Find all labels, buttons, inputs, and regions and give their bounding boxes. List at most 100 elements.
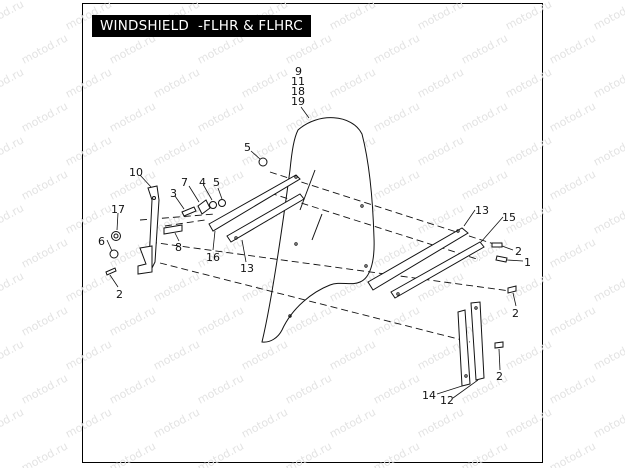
callouts: 9 11 18 19 5 10 3 7 4 5 17 6 8 16 13 2 1… (98, 65, 531, 407)
watermark-text: motod.ru (107, 439, 158, 468)
watermark-text: motod.ru (547, 167, 598, 202)
callout-12: 12 (440, 394, 454, 407)
callout-7: 7 (181, 176, 188, 189)
watermark-text: motod.ru (195, 439, 246, 468)
watermark-text: motod.ru (63, 133, 114, 168)
brace-hole (456, 229, 460, 233)
watermark-text: motod.ru (107, 303, 158, 338)
alignment-line (159, 262, 471, 343)
watermark-text: motod.ru (239, 405, 290, 440)
bolt-3 (181, 206, 197, 217)
watermark-text: motod.ru (503, 0, 554, 33)
callout-2-c: 2 (512, 307, 519, 320)
watermark-text: motod.ru (19, 235, 70, 270)
watermark-text: motod.ru (415, 337, 466, 372)
watermark-text: motod.ru (415, 405, 466, 440)
bracket-hole (152, 196, 156, 200)
watermark-text: motod.ru (19, 99, 70, 134)
watermark-text: motod.ru (591, 133, 625, 168)
callout-5-mid: 5 (213, 176, 220, 189)
watermark-text: motod.ru (327, 337, 378, 372)
watermark-text: motod.ru (371, 31, 422, 66)
watermark-text: motod.ru (327, 0, 378, 33)
watermark-text: motod.ru (415, 65, 466, 100)
washer-4 (209, 201, 217, 209)
callout-16: 16 (206, 251, 220, 264)
brace-hole (294, 175, 298, 179)
nut-5b (218, 199, 226, 207)
alignment-line (149, 241, 511, 292)
watermark-text: motod.ru (591, 0, 625, 33)
watermark-text: motod.ru (327, 405, 378, 440)
watermark-text: motod.ru (327, 65, 378, 100)
brace-16 (208, 174, 301, 232)
callout-17: 17 (111, 203, 125, 216)
callout-14: 14 (422, 389, 436, 402)
watermark-text: motod.ru (19, 439, 70, 468)
watermark-text: motod.ru (371, 167, 422, 202)
windshield-panel (261, 117, 375, 343)
callout-11: 11 (291, 75, 305, 88)
screw-1 (495, 255, 508, 263)
watermark-text: motod.ru (503, 337, 554, 372)
callout-3: 3 (170, 187, 177, 200)
nut-17 (111, 231, 121, 241)
callout-19: 19 (291, 95, 305, 108)
watermark-text: motod.ru (151, 405, 202, 440)
brace-13-right (367, 227, 469, 291)
windshield-hole (294, 242, 298, 246)
bracket-7 (197, 199, 211, 215)
watermark-text: motod.ru (547, 439, 598, 468)
watermark-text: motod.ru (459, 99, 510, 134)
watermark-text: motod.ru (151, 269, 202, 304)
watermark-text: motod.ru (591, 65, 625, 100)
watermark-text: motod.ru (415, 0, 466, 33)
watermark-text: motod.ru (547, 99, 598, 134)
watermark-text: motod.ru (63, 201, 114, 236)
watermark-text: motod.ru (591, 337, 625, 372)
watermark-text: motod.ru (591, 269, 625, 304)
callout-13-left: 13 (240, 262, 254, 275)
brace-15 (390, 241, 485, 299)
callout-8: 8 (175, 241, 182, 254)
watermark-text: motod.ru (0, 133, 26, 168)
watermark-text: motod.ru (503, 405, 554, 440)
watermark-text: motod.ru (459, 167, 510, 202)
watermark-text: motod.ru (0, 201, 26, 236)
windshield-hole (288, 314, 292, 318)
brace-hole (234, 236, 238, 240)
callout-13-right: 13 (475, 204, 489, 217)
watermark-text: motod.ru (195, 235, 246, 270)
watermark-text: motod.ru (459, 31, 510, 66)
watermark-text: motod.ru (503, 133, 554, 168)
watermark-text: motod.ru (547, 303, 598, 338)
screw-2c (507, 285, 517, 294)
brace-hole (464, 374, 468, 378)
watermark-text: motod.ru (0, 405, 26, 440)
watermark-text: motod.ru (19, 167, 70, 202)
watermark-text: motod.ru (63, 405, 114, 440)
watermark-text: motod.ru (547, 371, 598, 406)
watermark-text: motod.ru (19, 303, 70, 338)
callout-6: 6 (98, 235, 105, 248)
watermark-text: motod.ru (371, 439, 422, 468)
alignment-line (269, 192, 481, 261)
watermark-text: motod.ru (591, 405, 625, 440)
washer-6 (109, 249, 119, 259)
nut-5a (258, 157, 268, 167)
watermark-text: motod.ru (0, 337, 26, 372)
watermark-text: motod.ru (283, 439, 334, 468)
watermark-text: motod.ru (239, 65, 290, 100)
watermark-text: motod.ru (371, 99, 422, 134)
left-support-bracket-foot (137, 245, 153, 275)
watermark-text: motod.ru (547, 235, 598, 270)
watermark-text: motod.ru (107, 99, 158, 134)
screw-2b (491, 242, 503, 248)
callout-1: 1 (524, 256, 531, 269)
watermark-text: motod.ru (283, 371, 334, 406)
callout-18: 18 (291, 85, 305, 98)
watermark-text: motod.ru (0, 0, 26, 33)
alignment-line (164, 219, 206, 227)
watermark-text: motod.ru (63, 337, 114, 372)
diagram-title: WINDSHIELD -FLHR & FLHRC (92, 15, 311, 37)
